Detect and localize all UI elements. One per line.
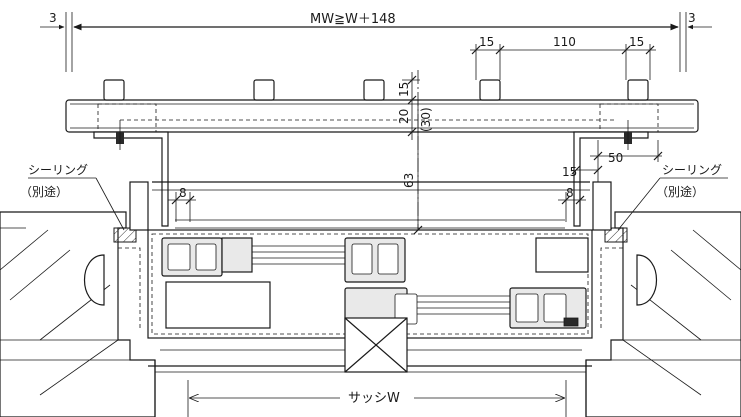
dim-v63-label: 63 <box>402 173 416 188</box>
sealing-block-left <box>113 227 137 243</box>
sash-profile-left <box>161 237 350 329</box>
outer-frame <box>129 181 612 231</box>
note-sealing-right-sub: （別途） <box>656 184 704 199</box>
dim-15-left-label: 15 <box>479 35 494 49</box>
dim-v20-label: 20 <box>397 109 411 124</box>
dim-8-left-label: 8 <box>179 186 187 200</box>
dim-15-right-label: 15 <box>629 35 644 49</box>
top-cover-beam <box>65 99 699 133</box>
dim-sash-w-label: サッシW <box>348 391 400 406</box>
meeting-rail <box>344 237 418 373</box>
dim-50-label: 50 <box>608 151 623 165</box>
clip-row <box>103 79 649 101</box>
note-sealing-left-sub: （別途） <box>20 184 68 199</box>
wall-left <box>0 211 156 417</box>
dim-15-mid-label: 15 <box>562 165 577 179</box>
sealing-block-right <box>604 227 628 243</box>
dim-v15-label: 15 <box>397 82 411 97</box>
sash-profile-right <box>417 237 589 329</box>
dim-8-left <box>168 192 196 222</box>
note-sealing-right: シーリング <box>662 163 722 177</box>
bracket-left <box>93 120 169 227</box>
dim-mw <box>40 12 712 72</box>
leader-sealing-left <box>28 177 125 231</box>
note-sealing-left: シーリング <box>28 163 88 177</box>
dim-left-gap-label: 3 <box>49 11 57 25</box>
dim-8-right-label: 8 <box>566 186 574 200</box>
dim-15-50 <box>571 140 663 182</box>
wall-right <box>585 211 741 417</box>
dim-8-right <box>558 192 586 222</box>
dim-110-label: 110 <box>553 35 576 49</box>
dim-sash-w <box>187 380 567 417</box>
dim-vertical <box>402 72 423 235</box>
floor-line <box>154 360 587 417</box>
dim-v30-label: (30) <box>419 107 433 132</box>
dim-mw-label: MW≧W＋148 <box>310 12 396 27</box>
dim-right-gap-label: 3 <box>688 11 696 25</box>
bracket-right <box>573 120 649 227</box>
leader-sealing-right <box>617 177 728 231</box>
dim-clip-spacing <box>470 44 656 80</box>
